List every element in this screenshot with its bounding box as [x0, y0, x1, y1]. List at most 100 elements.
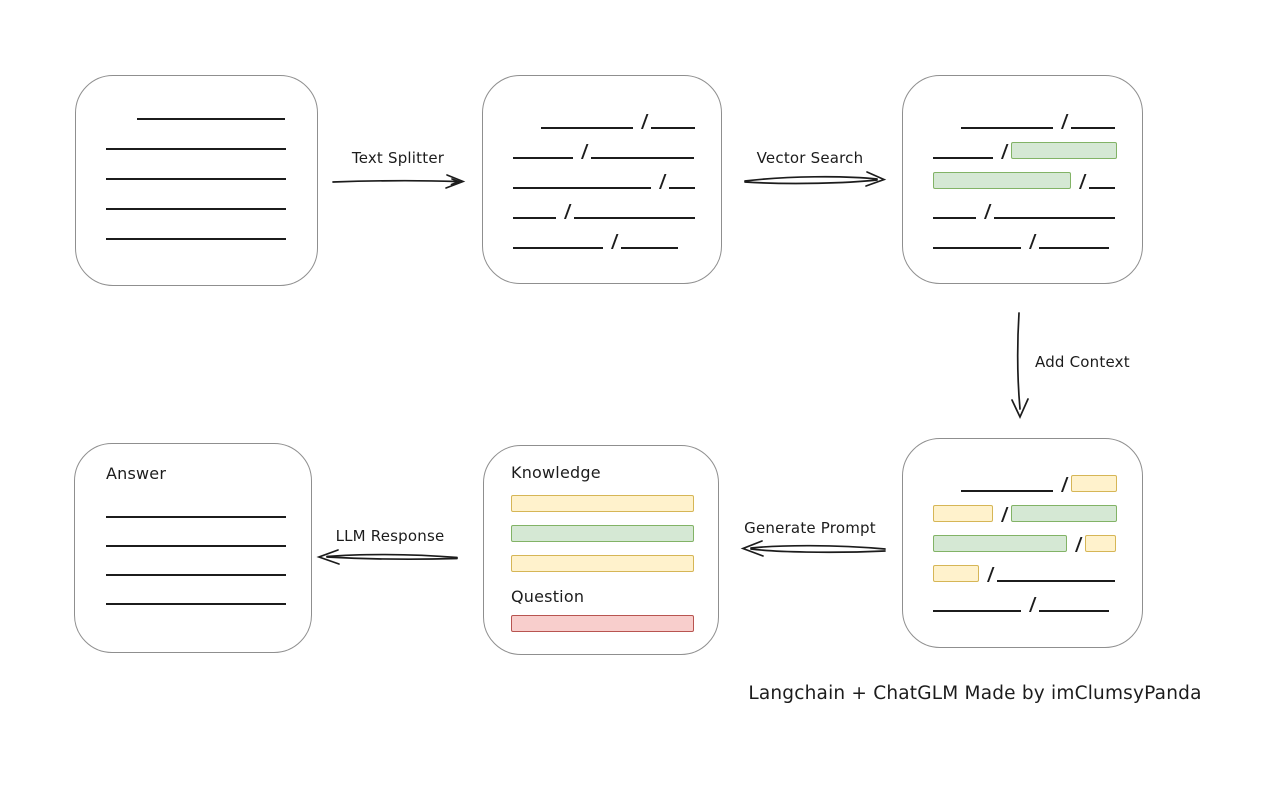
ruled-line: [106, 148, 286, 150]
slash-separator-icon: [1079, 174, 1087, 189]
node-answer: Answer: [74, 443, 312, 653]
slash-separator-icon: [984, 204, 992, 219]
add-context-arrow-icon: [1011, 312, 1029, 420]
chunk-row: [933, 522, 1142, 552]
chunk-line: [651, 127, 696, 129]
chunk-row: [933, 462, 1142, 492]
text-splitter-label: Text Splitter: [351, 149, 445, 167]
chunk-row: [933, 552, 1142, 582]
chunk-rows: [903, 76, 1142, 249]
ruled-line: [106, 516, 286, 518]
ruled-line: [137, 118, 285, 120]
red-bar: [511, 615, 694, 632]
answer-heading: Answer: [106, 464, 167, 483]
ruled-line: [106, 208, 286, 210]
slash-separator-icon: [611, 234, 619, 249]
slash-separator-icon: [1001, 507, 1009, 522]
generate-prompt-label: Generate Prompt: [744, 519, 876, 537]
chunk-line: [574, 217, 696, 219]
chunk-row: [933, 189, 1142, 219]
diagram-caption: Langchain + ChatGLM Made by imClumsyPand…: [748, 683, 1202, 704]
generate-prompt-arrow-icon: [740, 540, 886, 557]
chunk-row: [513, 219, 721, 249]
ruled-line: [106, 603, 286, 605]
chunk-line: [1089, 187, 1116, 189]
document-lines: [76, 76, 317, 240]
answer-lines: [106, 483, 311, 605]
slash-separator-icon: [1029, 234, 1037, 249]
ruled-line: [106, 574, 286, 576]
chunk-line: [933, 157, 993, 159]
green-chunk-box: [933, 172, 1071, 189]
chunk-row: [933, 492, 1142, 522]
chunk-row: [933, 219, 1142, 249]
slash-separator-icon: [1061, 114, 1069, 129]
knowledge-heading: Knowledge: [511, 463, 601, 482]
chunk-line: [961, 127, 1053, 129]
node-context-chunks: [902, 438, 1143, 648]
chunk-row: [933, 129, 1142, 159]
question-bars: [511, 615, 718, 632]
node-source-document: [75, 75, 318, 286]
chunk-line: [994, 217, 1116, 219]
green-chunk-box: [1011, 505, 1118, 522]
llm-response-label: LLM Response: [335, 527, 445, 545]
chunk-row: [513, 159, 721, 189]
chunk-line: [513, 157, 573, 159]
chunk-row: [933, 582, 1142, 612]
chunk-line: [513, 247, 603, 249]
chunk-line: [933, 610, 1021, 612]
green-bar: [511, 525, 694, 542]
chunk-row: [513, 99, 721, 129]
yellow-bar: [511, 555, 694, 572]
chunk-line: [513, 217, 556, 219]
slash-separator-icon: [987, 567, 995, 582]
slash-separator-icon: [1075, 537, 1083, 552]
chunk-line: [1071, 127, 1116, 129]
add-context-label: Add Context: [1035, 353, 1130, 371]
chunk-row: [513, 129, 721, 159]
llm-response-arrow-icon: [316, 549, 458, 565]
slash-separator-icon: [659, 174, 667, 189]
green-chunk-box: [1011, 142, 1118, 159]
chunk-line: [513, 187, 651, 189]
yellow-chunk-box: [933, 565, 979, 582]
chunk-line: [621, 247, 679, 249]
green-chunk-box: [933, 535, 1067, 552]
slash-separator-icon: [1029, 597, 1037, 612]
slash-separator-icon: [564, 204, 572, 219]
yellow-chunk-box: [933, 505, 993, 522]
chunk-rows: [483, 76, 721, 249]
node-split-chunks: [482, 75, 722, 284]
slash-separator-icon: [1061, 477, 1069, 492]
text-splitter-arrow-icon: [332, 174, 466, 189]
vector-search-arrow-icon: [744, 171, 887, 187]
chunk-row: [933, 99, 1142, 129]
chunk-rows: [903, 439, 1142, 612]
knowledge-bars: [511, 495, 718, 572]
yellow-bar: [511, 495, 694, 512]
vector-search-label: Vector Search: [756, 149, 864, 167]
chunk-line: [1039, 247, 1110, 249]
chunk-line: [591, 157, 695, 159]
chunk-row: [513, 189, 721, 219]
yellow-chunk-box: [1071, 475, 1118, 492]
ruled-line: [106, 238, 286, 240]
question-heading: Question: [511, 587, 585, 606]
yellow-chunk-box: [1085, 535, 1117, 552]
chunk-line: [961, 490, 1053, 492]
chunk-line: [933, 217, 976, 219]
chunk-line: [933, 247, 1021, 249]
node-prompt: Knowledge Question: [483, 445, 719, 655]
ruled-line: [106, 545, 286, 547]
slash-separator-icon: [581, 144, 589, 159]
chunk-line: [669, 187, 696, 189]
node-matched-chunks: [902, 75, 1143, 284]
chunk-line: [997, 580, 1116, 582]
ruled-line: [106, 178, 286, 180]
chunk-row: [933, 159, 1142, 189]
chunk-line: [1039, 610, 1110, 612]
slash-separator-icon: [641, 114, 649, 129]
slash-separator-icon: [1001, 144, 1009, 159]
